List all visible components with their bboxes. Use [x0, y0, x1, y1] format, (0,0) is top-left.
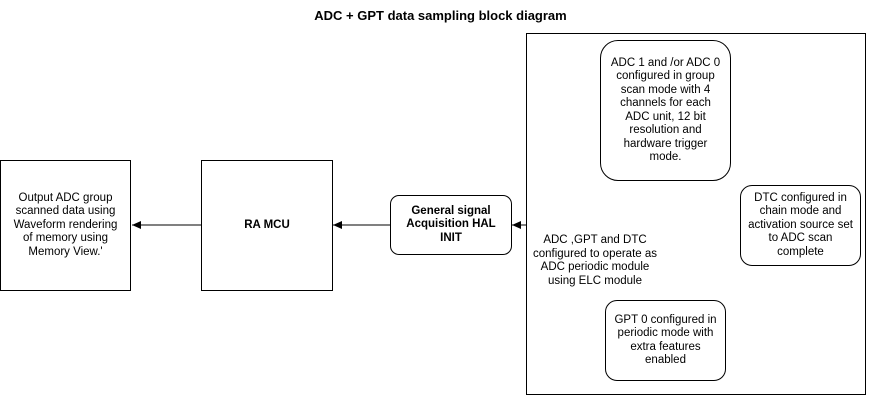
diagram-title: ADC + GPT data sampling block diagram: [314, 8, 567, 23]
elc-edge-label: ADC ,GPT and DTC configured to operate a…: [527, 234, 663, 288]
adc-config-node: ADC 1 and /or ADC 0 configured in group …: [600, 40, 731, 181]
gpt-config-node: GPT 0 configured in periodic mode with e…: [605, 300, 726, 381]
output-node-label: Output ADC group scanned data using Wave…: [13, 191, 118, 258]
mcu-node-label: RA MCU: [244, 218, 290, 231]
mcu-node: RA MCU: [201, 160, 333, 291]
dtc-config-label: DTC configured in chain mode and activat…: [748, 191, 853, 258]
gpt-config-label: GPT 0 configured in periodic mode with e…: [614, 313, 717, 367]
dtc-config-node: DTC configured in chain mode and activat…: [740, 185, 861, 266]
hal-node: General signal Acquisition HAL INIT: [390, 195, 512, 255]
hal-node-label: General signal Acquisition HAL INIT: [406, 204, 496, 244]
output-node: Output ADC group scanned data using Wave…: [0, 160, 131, 291]
adc-config-label: ADC 1 and /or ADC 0 configured in group …: [610, 56, 721, 164]
